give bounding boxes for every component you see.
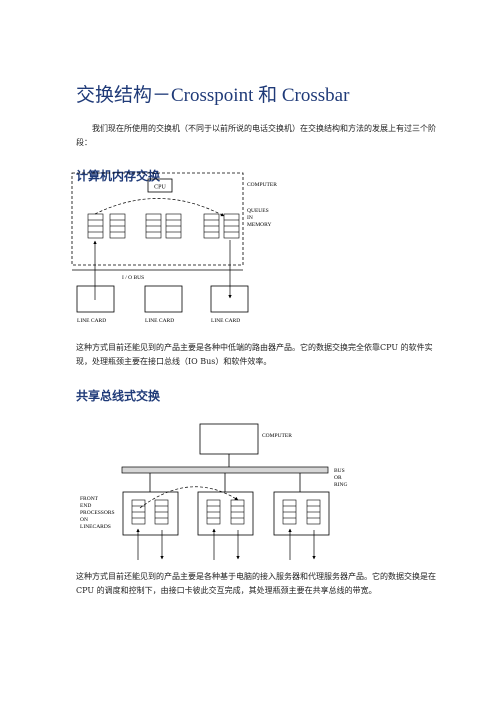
- section2-heading: 共享总线式交换: [76, 389, 161, 403]
- line-arrows: [136, 528, 316, 560]
- bus-label-2: OR: [334, 475, 342, 481]
- cpu-label: CPU: [154, 185, 166, 191]
- section1-description: 这种方式目前还能见到的产品主要是各种中低端的路由器产品。它的数据交换完全依靠CP…: [76, 343, 433, 366]
- computer-box-2: [199, 423, 259, 455]
- shared-bus-diagram: COMPUTER BUS OR RING FRONT END PROCESSOR…: [80, 423, 347, 560]
- card-queues: [131, 499, 321, 525]
- bus-label-1: BUS: [334, 468, 345, 474]
- queues-label-1: QUEUES: [247, 208, 269, 214]
- page-title: 交换结构－Crosspoint 和 Crossbar: [76, 85, 350, 106]
- line-card-label-1: LINE CARD: [77, 318, 106, 324]
- cpu-flow-arrow: [94, 198, 225, 217]
- intro-paragraph: 我们现在所使用的交换机（不同于以前所说的电话交换机）在交换结构和方法的发展上有过…: [76, 122, 438, 150]
- line-card-label-3: LINE CARD: [211, 318, 240, 324]
- line-card-proc-1: [122, 491, 179, 536]
- line-card-box-3: [210, 285, 249, 313]
- section1-heading: 计算机内存交换: [76, 169, 161, 183]
- fep-label-4: ON: [80, 517, 88, 523]
- memory-switching-diagram: CPU COMPUTER QUEUES IN MEMORY I / O BUS …: [71, 172, 277, 324]
- line-card-box-1: [76, 285, 115, 313]
- line-card-proc-2: [197, 491, 254, 536]
- io-bus-label: I / O BUS: [122, 275, 144, 281]
- line-card-label-2: LINE CARD: [145, 318, 174, 324]
- computer-label: COMPUTER: [247, 182, 277, 188]
- fep-label-1: FRONT: [80, 496, 99, 502]
- computer-label-2: COMPUTER: [262, 433, 292, 439]
- bus-label-3: RING: [334, 482, 347, 488]
- queues-label-3: MEMORY: [247, 222, 271, 228]
- card-flow-arrow: [139, 486, 239, 509]
- memory-queues: [87, 213, 240, 239]
- cpu-box: [147, 178, 173, 193]
- line-card-box-2: [144, 285, 183, 313]
- fep-label-5: LINECARDS: [80, 524, 111, 530]
- bus-bar: [121, 466, 329, 474]
- fep-label-2: END: [80, 503, 91, 509]
- fep-label-3: PROCESSORS: [80, 510, 115, 516]
- line-card-proc-3: [273, 491, 330, 536]
- queues-label-2: IN: [247, 215, 253, 221]
- section2-description: 这种方式目前还能见到的产品主要是各种基于电脑的接入服务器和代理服务器产品。它的数…: [76, 572, 436, 595]
- intro-text: 我们现在所使用的交换机（不同于以前所说的电话交换机）在交换结构和方法的发展上有过…: [76, 124, 436, 147]
- computer-box: [71, 172, 244, 266]
